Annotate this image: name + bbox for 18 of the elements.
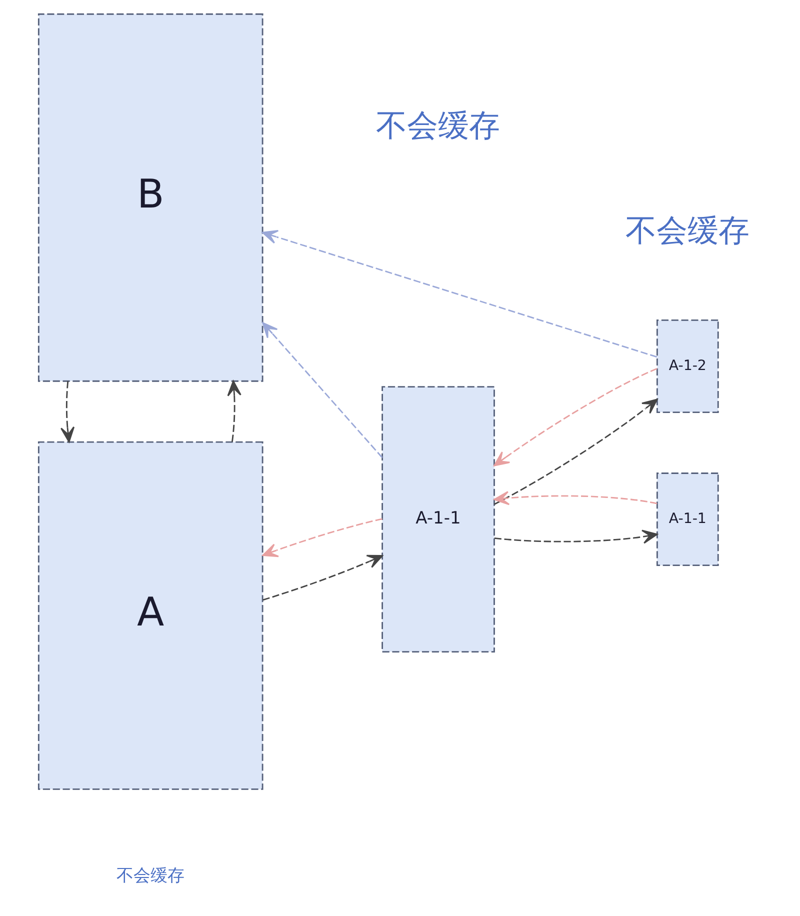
arrow: [262, 230, 658, 358]
arrow: [494, 530, 658, 544]
arrow: [494, 398, 658, 505]
node-box: A-1-1: [656, 472, 719, 566]
arrow: [494, 368, 658, 466]
arrow: [262, 554, 383, 601]
arrow: [227, 380, 242, 442]
arrow: [262, 322, 383, 458]
arrow: [494, 491, 658, 506]
node-box: A: [38, 441, 264, 790]
node-box: B: [38, 13, 264, 382]
label: 不会缓存: [626, 212, 750, 249]
node-box: A-1-1: [382, 386, 495, 652]
arrow: [262, 518, 382, 558]
label: 不会缓存: [116, 866, 185, 886]
arrow: [60, 381, 75, 442]
node-box: A-1-2: [656, 320, 719, 413]
label: 不会缓存: [376, 108, 500, 144]
